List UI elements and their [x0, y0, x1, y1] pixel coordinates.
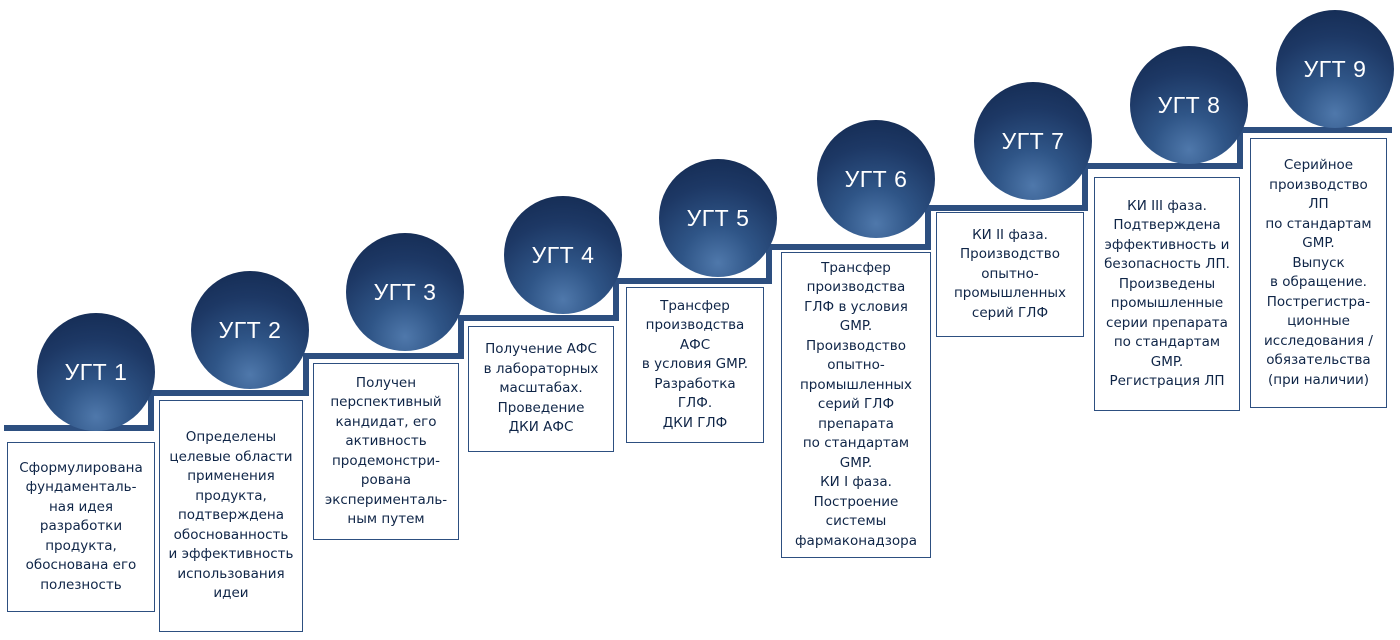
step-2-badge: УГТ 2 [191, 271, 309, 389]
step-8-description: КИ III фаза. Подтверждена эффективность … [1094, 177, 1240, 411]
step-1-description: Сформулирована фундаменталь- ная идея ра… [7, 442, 155, 612]
step-5-description: Трансфер производства АФС в условия GMP.… [626, 287, 764, 443]
step-9-description: Серийное производство ЛП по стандартам G… [1250, 138, 1387, 408]
step-6-description: Трансфер производства ГЛФ в условия GMP.… [781, 252, 931, 558]
step-9-badge: УГТ 9 [1276, 10, 1394, 128]
step-4-description: Получение АФС в лабораторных масштабах. … [468, 326, 614, 452]
step-3-badge: УГТ 3 [346, 233, 464, 351]
step-3-description: Получен перспективный кандидат, его акти… [313, 363, 459, 540]
step-7-badge: УГТ 7 [974, 82, 1092, 200]
step-1-badge: УГТ 1 [37, 313, 155, 431]
step-2-description: Определены целевые области применения пр… [159, 400, 303, 632]
step-7-description: КИ II фаза. Производство опытно- промышл… [936, 212, 1084, 337]
step-6-badge: УГТ 6 [817, 120, 935, 238]
step-5-badge: УГТ 5 [659, 159, 777, 277]
step-4-badge: УГТ 4 [504, 196, 622, 314]
step-8-badge: УГТ 8 [1130, 46, 1248, 164]
